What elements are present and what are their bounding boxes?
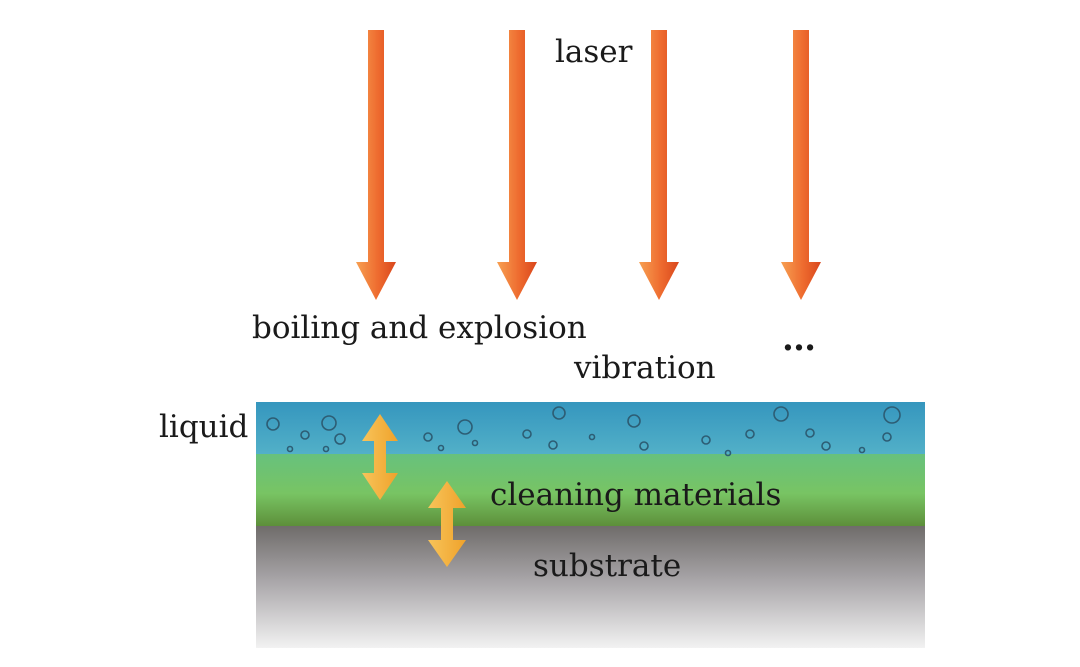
vibration-label: vibration xyxy=(574,350,716,386)
ellipsis-label: … xyxy=(782,319,816,359)
bubble-icon xyxy=(334,433,346,445)
substrate-layer xyxy=(256,526,925,648)
bubble-icon xyxy=(471,439,479,447)
boiling-and-explosion-label: boiling and explosion xyxy=(252,310,587,346)
substrate-label: substrate xyxy=(533,548,682,584)
bubble-icon xyxy=(627,414,641,428)
double-vertical-arrow-icon xyxy=(428,481,466,567)
bubble-icon xyxy=(437,444,445,452)
bubble-icon xyxy=(552,406,566,420)
laser-label: laser xyxy=(555,34,633,70)
bubble-icon xyxy=(701,435,711,445)
double-vertical-arrow-icon xyxy=(362,414,398,500)
bubble-icon xyxy=(883,406,901,424)
bubble-icon xyxy=(322,445,330,453)
bubble-icon xyxy=(858,446,866,454)
laser-arrow-2 xyxy=(497,30,537,300)
bubble-icon xyxy=(321,415,337,431)
bubble-icon xyxy=(548,440,558,450)
laser-arrow-3 xyxy=(639,30,679,300)
bubble-icon xyxy=(457,419,473,435)
bubble-icon xyxy=(745,429,755,439)
bubble-icon xyxy=(522,429,532,439)
laser-arrow-4 xyxy=(781,30,821,300)
cleaning-materials-layer xyxy=(256,454,925,526)
liquid-label: liquid xyxy=(159,409,249,445)
bubble-icon xyxy=(639,441,649,451)
bubble-icon xyxy=(300,430,310,440)
cleaning-materials-label: cleaning materials xyxy=(490,477,782,513)
laser-arrow-1 xyxy=(356,30,396,300)
bubble-icon xyxy=(773,406,789,422)
bubble-icon xyxy=(266,417,280,431)
bubble-icon xyxy=(724,449,732,457)
bubble-icon xyxy=(286,445,294,453)
bubble-icon xyxy=(882,432,892,442)
liquid-layer xyxy=(256,402,925,454)
bubbles xyxy=(266,406,901,457)
bubble-icon xyxy=(588,433,596,441)
bubble-icon xyxy=(805,428,815,438)
bubble-icon xyxy=(423,432,433,442)
bubble-icon xyxy=(821,441,831,451)
